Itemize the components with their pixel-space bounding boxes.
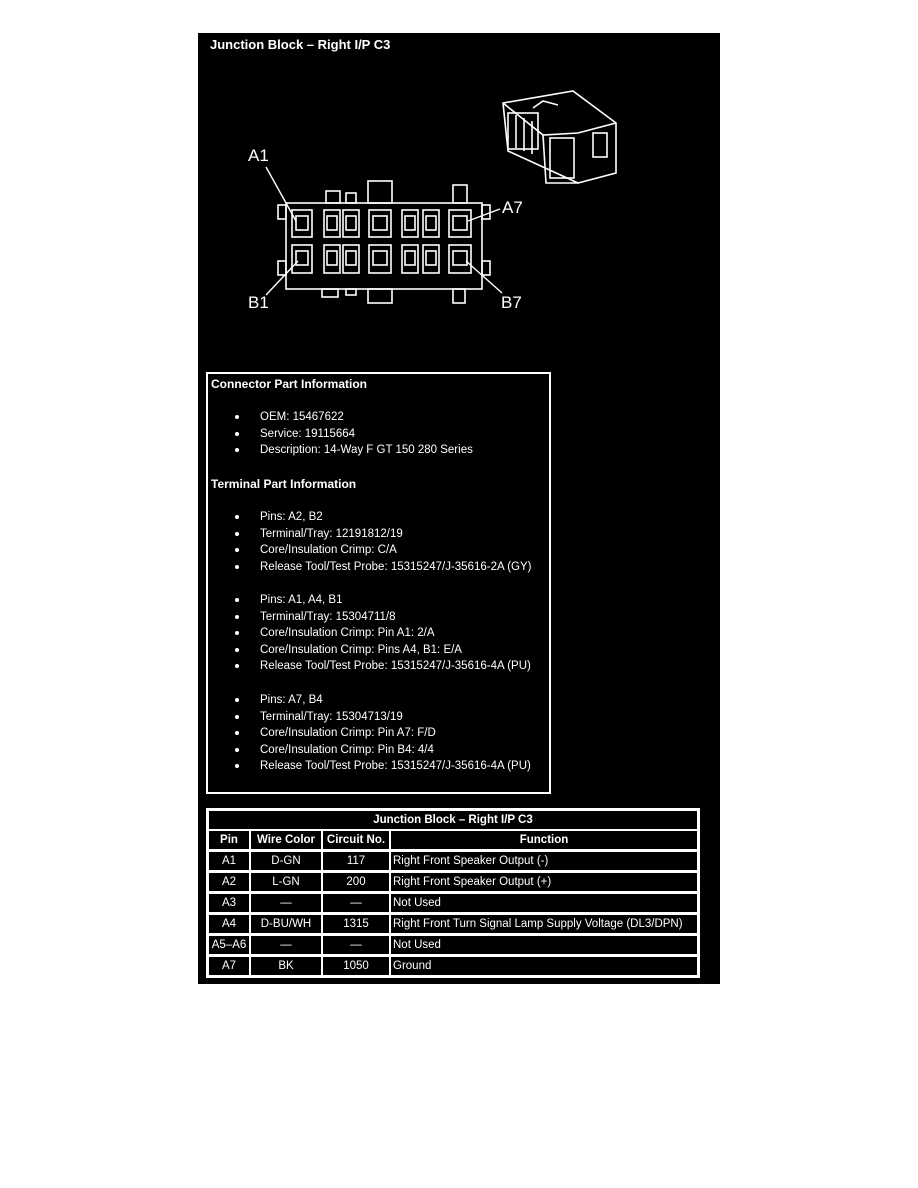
table-title: Junction Block – Right I/P C3 — [208, 810, 698, 830]
cell-pin: A5–A6 — [208, 934, 250, 955]
cell-wire-color: D-BU/WH — [250, 913, 322, 934]
table-header-row: Pin Wire Color Circuit No. Function — [208, 830, 698, 850]
connector-front-face — [277, 180, 491, 304]
label-b1: B1 — [248, 293, 269, 312]
list-item: Core/Insulation Crimp: Pin A1: 2/A — [208, 625, 531, 642]
cell-pin: A2 — [208, 871, 250, 892]
part-info-box: Connector Part Information OEM: 15467622… — [206, 372, 551, 794]
list-item: Terminal/Tray: 12191812/19 — [208, 526, 532, 543]
table-row: A5–A6 — — Not Used — [208, 934, 698, 955]
cell-wire-color: BK — [250, 955, 322, 976]
list-item: Core/Insulation Crimp: Pins A4, B1: E/A — [208, 642, 531, 659]
column-header: Pin — [208, 830, 250, 850]
list-item: Pins: A7, B4 — [208, 692, 531, 709]
cell-function: Not Used — [390, 934, 698, 955]
list-item: Release Tool/Test Probe: 15315247/J-3561… — [208, 758, 531, 775]
cell-circuit: 1050 — [322, 955, 390, 976]
list-item: Terminal/Tray: 15304713/19 — [208, 709, 531, 726]
cell-pin: A3 — [208, 892, 250, 913]
cell-pin: A4 — [208, 913, 250, 934]
label-b7: B7 — [501, 293, 522, 312]
list-item: Core/Insulation Crimp: Pin A7: F/D — [208, 725, 531, 742]
pin-table: Junction Block – Right I/P C3 Pin Wire C… — [206, 808, 700, 978]
list-item: Pins: A1, A4, B1 — [208, 592, 531, 609]
connector-info-title: Connector Part Information — [211, 377, 368, 391]
terminal-info-title: Terminal Part Information — [211, 477, 357, 491]
cell-circuit: — — [322, 892, 390, 913]
cell-function: Ground — [390, 955, 698, 976]
cell-circuit: 200 — [322, 871, 390, 892]
cell-circuit: — — [322, 934, 390, 955]
list-item: Service: 19115664 — [208, 426, 473, 443]
cell-pin: A1 — [208, 850, 250, 871]
cell-pin: A7 — [208, 955, 250, 976]
table-row: A3 — — Not Used — [208, 892, 698, 913]
cell-circuit: 1315 — [322, 913, 390, 934]
label-a7: A7 — [502, 198, 523, 217]
cell-circuit: 117 — [322, 850, 390, 871]
table-row: A4 D-BU/WH 1315 Right Front Turn Signal … — [208, 913, 698, 934]
table-row: A2 L-GN 200 Right Front Speaker Output (… — [208, 871, 698, 892]
label-a1: A1 — [248, 146, 269, 165]
cell-function: Right Front Speaker Output (-) — [390, 850, 698, 871]
list-item: Pins: A2, B2 — [208, 509, 532, 526]
cavity-row-b — [291, 244, 472, 274]
cavity-row-a — [291, 209, 472, 238]
cell-wire-color: D-GN — [250, 850, 322, 871]
terminal-group-3: Pins: A7, B4 Terminal/Tray: 15304713/19 … — [208, 692, 531, 775]
cell-wire-color: — — [250, 934, 322, 955]
cell-wire-color: L-GN — [250, 871, 322, 892]
connector-diagram — [265, 90, 617, 304]
list-item: Release Tool/Test Probe: 15315247/J-3561… — [208, 658, 531, 675]
list-item: Terminal/Tray: 15304711/8 — [208, 609, 531, 626]
column-header: Function — [390, 830, 698, 850]
table-row: A1 D-GN 117 Right Front Speaker Output (… — [208, 850, 698, 871]
table-title-row: Junction Block – Right I/P C3 — [208, 810, 698, 830]
page-title: Junction Block – Right I/P C3 — [210, 37, 391, 52]
connector-3d-icon — [502, 90, 617, 184]
list-item: Release Tool/Test Probe: 15315247/J-3561… — [208, 559, 532, 576]
column-header: Circuit No. — [322, 830, 390, 850]
list-item: OEM: 15467622 — [208, 409, 473, 426]
cell-function: Right Front Speaker Output (+) — [390, 871, 698, 892]
terminal-group-1: Pins: A2, B2 Terminal/Tray: 12191812/19 … — [208, 509, 532, 575]
list-item: Core/Insulation Crimp: C/A — [208, 542, 532, 559]
connector-info-list: OEM: 15467622 Service: 19115664 Descript… — [208, 409, 473, 459]
cell-function: Right Front Turn Signal Lamp Supply Volt… — [390, 913, 698, 934]
leader-lines — [265, 166, 503, 296]
cell-wire-color: — — [250, 892, 322, 913]
list-item: Description: 14-Way F GT 150 280 Series — [208, 442, 473, 459]
cell-function: Not Used — [390, 892, 698, 913]
table-row: A7 BK 1050 Ground — [208, 955, 698, 976]
document-panel: Junction Block – Right I/P C3 — [198, 33, 720, 984]
column-header: Wire Color — [250, 830, 322, 850]
list-item: Core/Insulation Crimp: Pin B4: 4/4 — [208, 742, 531, 759]
terminal-group-2: Pins: A1, A4, B1 Terminal/Tray: 15304711… — [208, 592, 531, 675]
